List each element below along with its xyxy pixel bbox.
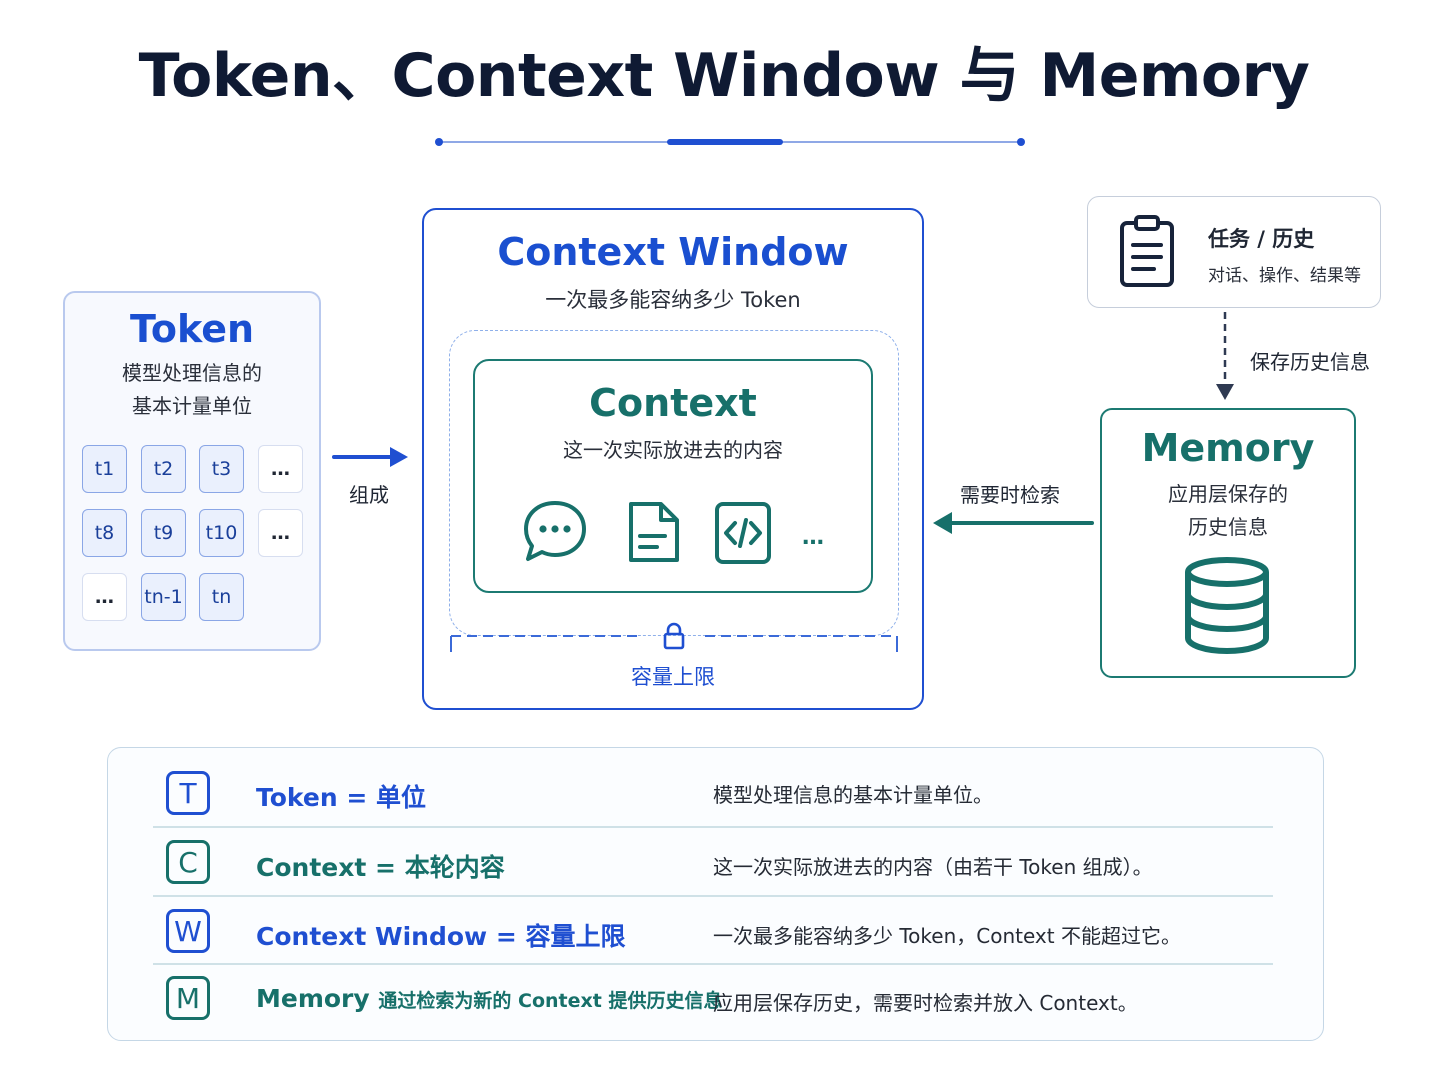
- divider-accent: [667, 139, 783, 145]
- memory-title: Memory: [1141, 426, 1315, 470]
- legend-term-name: Token: [256, 783, 338, 812]
- legend-badge-context: C: [166, 840, 210, 884]
- memory-subtitle-line2: 历史信息: [1188, 515, 1268, 539]
- token-subtitle-line1: 模型处理信息的: [122, 361, 262, 385]
- save-arrow: [1216, 312, 1234, 400]
- lock-icon: [663, 622, 685, 650]
- context-window-subtitle: 一次最多能容纳多少 Token: [545, 288, 801, 312]
- legend-badge-window: W: [166, 909, 210, 953]
- token-title: Token: [129, 307, 255, 351]
- legend-divider: [153, 826, 1273, 828]
- retrieve-label: 需要时检索: [960, 483, 1060, 507]
- legend-term-eq: =: [495, 922, 517, 951]
- compose-label: 组成: [349, 483, 389, 507]
- database-icon: [1185, 557, 1269, 655]
- task-title: 任务 / 历史: [1208, 227, 1315, 251]
- token-cell: t8: [82, 509, 127, 557]
- legend-term-meaning: 单位: [376, 783, 427, 812]
- token-ellipsis: …: [82, 573, 127, 621]
- memory-subtitle-line1: 应用层保存的: [1168, 482, 1288, 506]
- legend-term-eq: =: [346, 783, 368, 812]
- compose-arrow: [332, 447, 408, 467]
- save-label: 保存历史信息: [1250, 350, 1370, 374]
- chat-icon: [524, 501, 586, 561]
- legend-divider: [153, 963, 1273, 965]
- retrieve-arrow: [933, 512, 1094, 534]
- context-more: …: [802, 525, 824, 550]
- legend-desc-window: 一次最多能容纳多少 Token，Context 不能超过它。: [713, 924, 1181, 948]
- capacity-line: [450, 635, 898, 652]
- token-ellipsis: …: [258, 509, 303, 557]
- context-title: Context: [589, 381, 757, 425]
- legend-desc-token: 模型处理信息的基本计量单位。: [713, 783, 993, 807]
- legend-term-context: Context = 本轮内容: [256, 848, 505, 884]
- legend-badge-memory: M: [166, 976, 210, 1020]
- token-cell: t2: [141, 445, 186, 493]
- memory-panel: Memory 应用层保存的 历史信息: [1100, 408, 1356, 678]
- legend-term-name: Context Window: [256, 922, 488, 951]
- context-window-title: Context Window: [497, 230, 849, 274]
- token-cell: tn: [199, 573, 244, 621]
- token-cell: t1: [82, 445, 127, 493]
- task-subtitle: 对话、操作、结果等: [1208, 266, 1361, 286]
- legend-desc-context: 这一次实际放进去的内容（由若干 Token 组成）。: [713, 855, 1153, 879]
- token-ellipsis: …: [258, 445, 303, 493]
- token-subtitle-line2: 基本计量单位: [132, 394, 252, 418]
- legend-term-meaning: 本轮内容: [404, 853, 505, 882]
- context-subtitle: 这一次实际放进去的内容: [563, 438, 783, 462]
- token-cell: t9: [141, 509, 186, 557]
- legend-badge-token: T: [166, 771, 210, 815]
- legend-term-token: Token = 单位: [256, 778, 426, 814]
- legend-desc-memory: 应用层保存历史，需要时检索并放入 Context。: [713, 991, 1138, 1015]
- legend-panel: [107, 747, 1324, 1041]
- clipboard-icon: [1120, 215, 1174, 287]
- context-window-bound: [449, 330, 899, 636]
- legend-term-meaning: 容量上限: [525, 922, 626, 951]
- divider-dot-right: [1017, 138, 1025, 146]
- legend-term-window: Context Window = 容量上限: [256, 917, 626, 953]
- legend-term-name: Context: [256, 853, 367, 882]
- code-icon: [715, 502, 771, 564]
- capacity-label: 容量上限: [631, 665, 715, 689]
- token-cell: t3: [199, 445, 244, 493]
- legend-term-meaning: 通过检索为新的 Context 提供历史信息: [378, 990, 723, 1012]
- token-cell: t10: [199, 509, 244, 557]
- legend-term-eq: =: [375, 853, 396, 882]
- divider-dot-left: [435, 138, 443, 146]
- legend-term-memory: Memory 通过检索为新的 Context 提供历史信息: [256, 984, 722, 1013]
- page-title: Token、Context Window 与 Memory: [138, 41, 1310, 111]
- token-cell: tn-1: [141, 573, 186, 621]
- document-icon: [629, 502, 679, 562]
- legend-divider: [153, 895, 1273, 897]
- task-history-box: 任务 / 历史 对话、操作、结果等: [1087, 196, 1381, 308]
- legend-term-name: Memory: [256, 984, 370, 1013]
